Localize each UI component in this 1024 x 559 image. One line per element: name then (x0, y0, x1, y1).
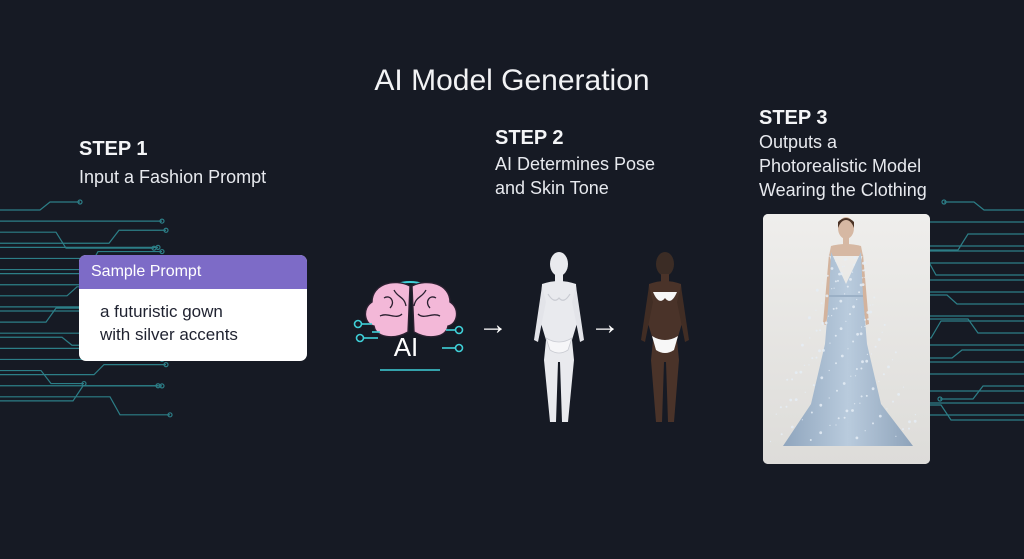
step-2-description: AI Determines Pose and Skin Tone (495, 154, 656, 198)
brain-icon (353, 281, 464, 371)
model-in-gown-image (763, 214, 930, 464)
arrow-right-icon: → (590, 308, 620, 341)
page-title: AI Model Generation (374, 64, 650, 97)
mannequin-white-icon (534, 252, 584, 422)
step-2: STEP 2 AI Determines Pose and Skin Tone (495, 126, 655, 200)
sample-prompt-header: Sample Prompt (79, 255, 307, 289)
step-1-description: Input a Fashion Prompt (79, 167, 267, 187)
step-3: STEP 3 Outputs a Photorealistic Model We… (759, 106, 927, 202)
step-1-heading: STEP 1 (79, 138, 148, 160)
sample-prompt-text: a futuristic gown with silver accents (100, 302, 238, 344)
arrow-right-icon: → (478, 308, 508, 341)
sample-prompt-card: Sample Prompt a futuristic gown with sil… (79, 255, 307, 361)
step-3-description: Outputs a Photorealistic Model Wearing t… (759, 132, 927, 200)
step-2-heading: STEP 2 (495, 127, 564, 149)
mannequin-dark-icon (641, 252, 689, 422)
generated-model-photo (763, 214, 930, 464)
step-1: STEP 1 Input a Fashion Prompt (79, 137, 266, 189)
ai-label: AI (393, 332, 419, 362)
step-3-heading: STEP 3 (759, 107, 828, 129)
